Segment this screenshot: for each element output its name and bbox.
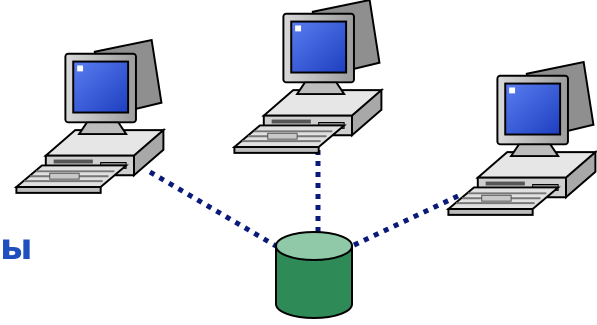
- link-right-to-database: [350, 193, 460, 249]
- link-left-to-database: [148, 169, 278, 249]
- computer-center-icon: [233, 0, 383, 154]
- partial-caption: ы: [0, 228, 33, 268]
- computer-left-icon: [15, 39, 165, 194]
- database-icon: [275, 231, 353, 319]
- computer-right-icon: [447, 61, 597, 216]
